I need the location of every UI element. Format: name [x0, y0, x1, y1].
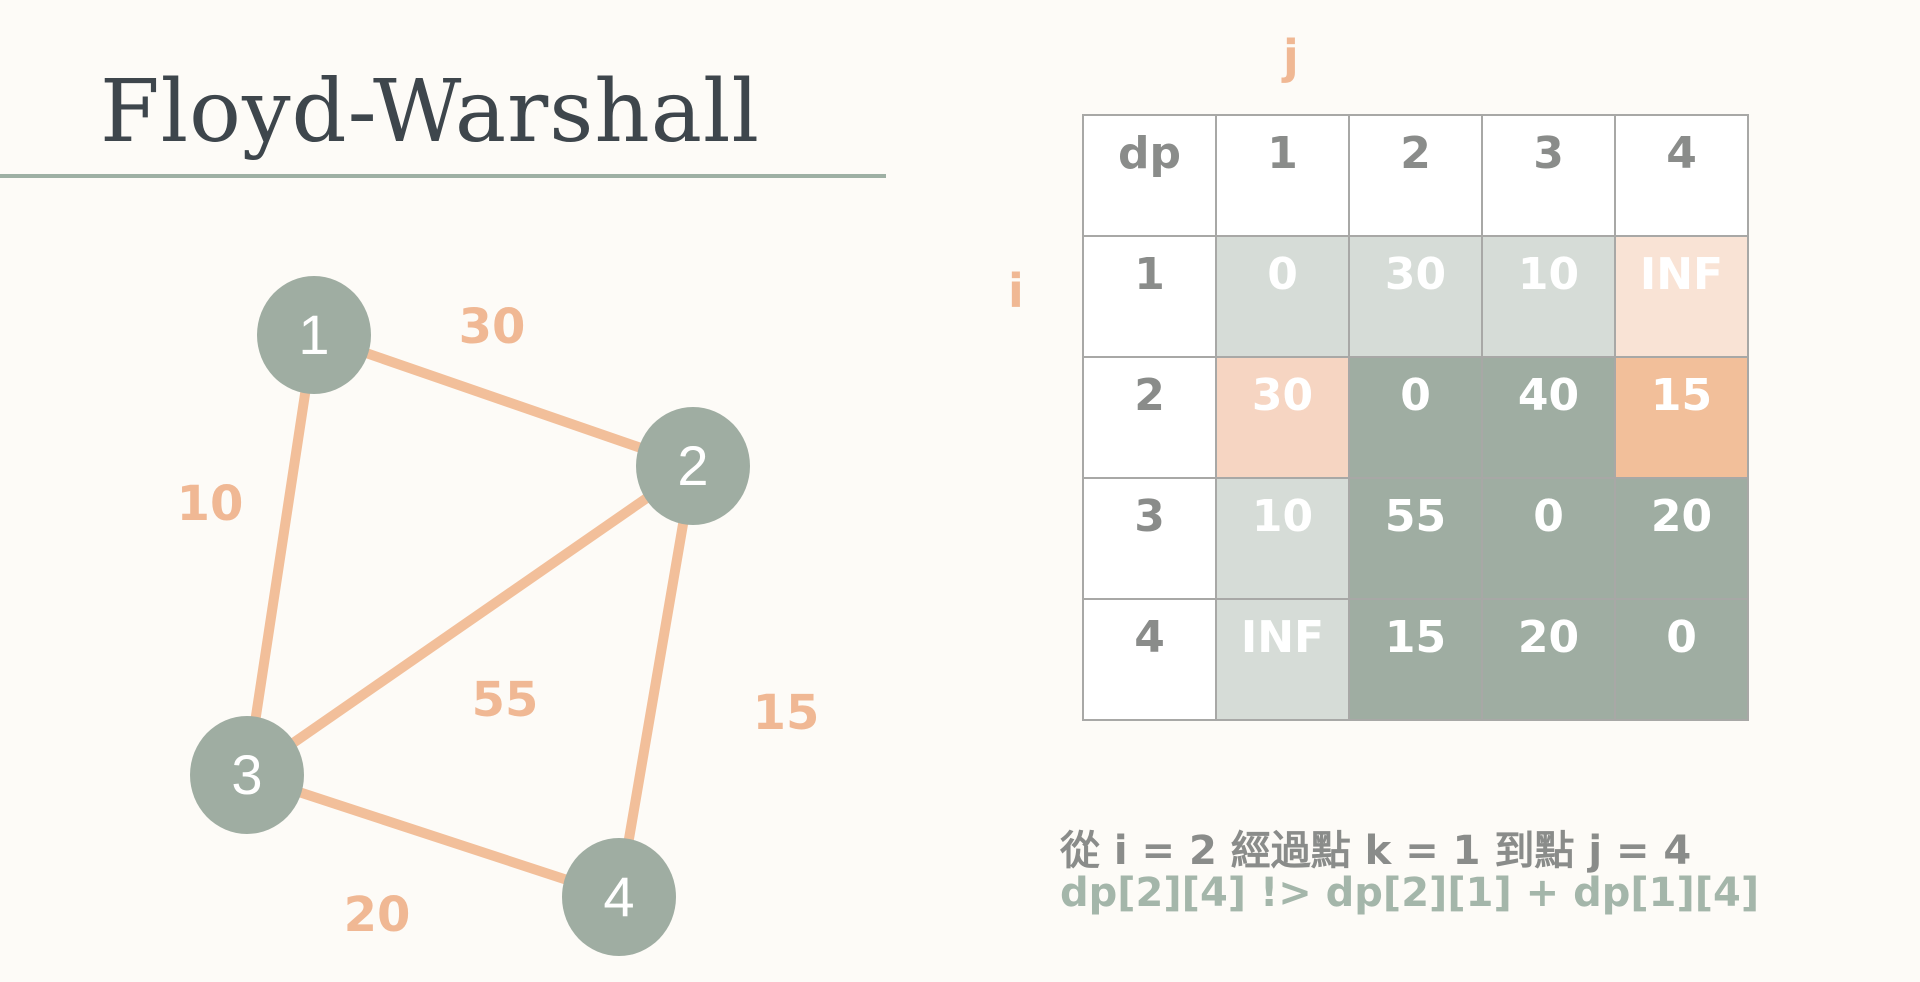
edge-weight-2-3: 55 — [472, 672, 539, 728]
table-row: 2 30 0 40 15 — [1082, 356, 1749, 479]
table-cell: 55 — [1348, 477, 1483, 600]
table-cell: 20 — [1614, 477, 1749, 600]
table-row: 3 10 55 0 20 — [1082, 477, 1749, 600]
column-axis-label: j — [1283, 30, 1299, 84]
node-2 — [636, 407, 750, 525]
table-cell: 20 — [1481, 598, 1616, 721]
edge-1-3 — [242, 334, 319, 776]
edge-2-4 — [614, 465, 698, 898]
edge-weight-1-3: 10 — [177, 476, 244, 532]
table-cell: 10 — [1215, 477, 1350, 600]
table-cell: 40 — [1481, 356, 1616, 479]
graph-diagram: 30 10 55 15 20 1 2 3 4 — [177, 276, 820, 956]
node-label-4: 4 — [603, 865, 634, 928]
table-cell: 30 — [1348, 235, 1483, 358]
table-corner-cell: dp — [1082, 114, 1217, 237]
table-cell-highlight-dp-2-1: 30 — [1215, 356, 1350, 479]
edge-3-4 — [245, 770, 621, 902]
dp-table: dp 1 2 3 4 1 0 30 10 INF 2 30 0 40 15 3 … — [1082, 114, 1749, 721]
node-4 — [562, 838, 676, 956]
table-cell-highlight-dp-1-4: INF — [1614, 235, 1749, 358]
row-header: 2 — [1082, 356, 1217, 479]
title-underline — [0, 174, 886, 178]
edge-2-3 — [244, 461, 696, 780]
table-row: 1 0 30 10 INF — [1082, 235, 1749, 358]
row-header: 3 — [1082, 477, 1217, 600]
column-header: 4 — [1614, 114, 1749, 237]
node-1 — [257, 276, 371, 394]
column-header: 3 — [1481, 114, 1616, 237]
edge-1-2 — [312, 330, 695, 471]
node-label-2: 2 — [677, 434, 708, 497]
row-axis-label: i — [1008, 264, 1024, 318]
row-header: 4 — [1082, 598, 1217, 721]
table-row: 4 INF 15 20 0 — [1082, 598, 1749, 721]
column-header: 2 — [1348, 114, 1483, 237]
table-cell: 0 — [1481, 477, 1616, 600]
caption-formula: dp[2][4] !> dp[2][1] + dp[1][4] — [1060, 870, 1760, 916]
table-cell: INF — [1215, 598, 1350, 721]
caption-description: 從 i = 2 經過點 k = 1 到點 j = 4 — [1060, 828, 1692, 874]
table-cell: 0 — [1348, 356, 1483, 479]
node-label-3: 3 — [231, 743, 262, 806]
node-label-1: 1 — [298, 303, 329, 366]
node-3 — [190, 716, 304, 834]
table-header-row: dp 1 2 3 4 — [1082, 114, 1749, 237]
edge-weight-2-4: 15 — [753, 685, 820, 741]
table-cell: 15 — [1348, 598, 1483, 721]
column-header: 1 — [1215, 114, 1350, 237]
row-header: 1 — [1082, 235, 1217, 358]
edge-weight-3-4: 20 — [344, 887, 411, 943]
table-cell: 10 — [1481, 235, 1616, 358]
edge-weight-1-2: 30 — [459, 299, 526, 355]
table-cell: 0 — [1614, 598, 1749, 721]
table-cell-highlight-dp-2-4: 15 — [1614, 356, 1749, 479]
table-cell: 0 — [1215, 235, 1350, 358]
page-title: Floyd-Warshall — [100, 62, 761, 162]
